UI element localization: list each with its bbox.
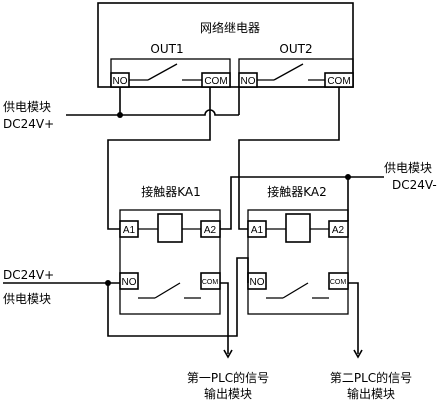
out2-com-to-ka2-a1-wire xyxy=(238,87,340,230)
plc1-line1: 第一PLC的信号 xyxy=(187,370,269,385)
ka1-no-label: NO xyxy=(122,277,137,288)
plc2-line2: 输出模块 xyxy=(347,386,395,401)
ka1-a1-label: A1 xyxy=(123,225,136,236)
ka2-a1-label: A1 xyxy=(251,225,264,236)
ka1-switch-contact xyxy=(154,282,181,299)
supply-top-line2: DC24V+ xyxy=(3,117,54,131)
ka1-box xyxy=(119,209,221,315)
ka2-coil xyxy=(285,213,311,243)
out1-com-label: COM xyxy=(204,76,227,87)
ka2-com-label: COM xyxy=(330,279,347,286)
supply-mid-line1: DC24V+ xyxy=(3,268,54,282)
ka1-a2-label: A2 xyxy=(204,225,217,236)
out2-switch-contact xyxy=(273,63,304,81)
ka2-title: 接触器KA2 xyxy=(267,184,327,199)
plc1-line2: 输出模块 xyxy=(204,386,252,401)
plc2-line1: 第二PLC的信号 xyxy=(330,370,412,385)
ka1-coil xyxy=(157,213,183,243)
supply-top-line1: 供电模块 xyxy=(3,100,51,114)
ka1-no-terminal xyxy=(119,272,139,290)
supply-top-wire xyxy=(66,109,239,116)
ka1-title: 接触器KA1 xyxy=(141,184,201,199)
ka2-com-output-wire xyxy=(348,282,359,354)
out1-com-to-ka1-a1-wire xyxy=(107,87,211,230)
out1-switch-contact xyxy=(147,63,178,81)
network-relay-title: 网络继电器 xyxy=(200,20,260,35)
out1-no-label: NO xyxy=(113,76,128,87)
ka1-com-terminal xyxy=(200,272,221,290)
out2-com-label: COM xyxy=(327,76,350,87)
ka2-switch-contact xyxy=(282,282,309,299)
supply-right-line1: 供电模块 xyxy=(384,161,432,175)
ka2-no-label: NO xyxy=(250,277,265,288)
ka2-com-terminal xyxy=(328,272,349,290)
supply-right-line2: DC24V- xyxy=(392,178,437,192)
supply-right-wire xyxy=(220,176,384,230)
ka1-com-label: COM xyxy=(202,279,219,286)
plc1-arrow-icon xyxy=(223,349,233,359)
out2-no-label: NO xyxy=(241,76,256,87)
plc2-arrow-icon xyxy=(353,349,363,359)
supply-mid-line2: 供电模块 xyxy=(3,292,51,306)
out1-label: OUT1 xyxy=(150,42,183,56)
out2-label: OUT2 xyxy=(279,42,312,56)
ka2-no-feed-wire xyxy=(107,257,249,337)
ka2-a2-label: A2 xyxy=(332,225,345,236)
ka1-com-output-wire xyxy=(220,282,229,354)
